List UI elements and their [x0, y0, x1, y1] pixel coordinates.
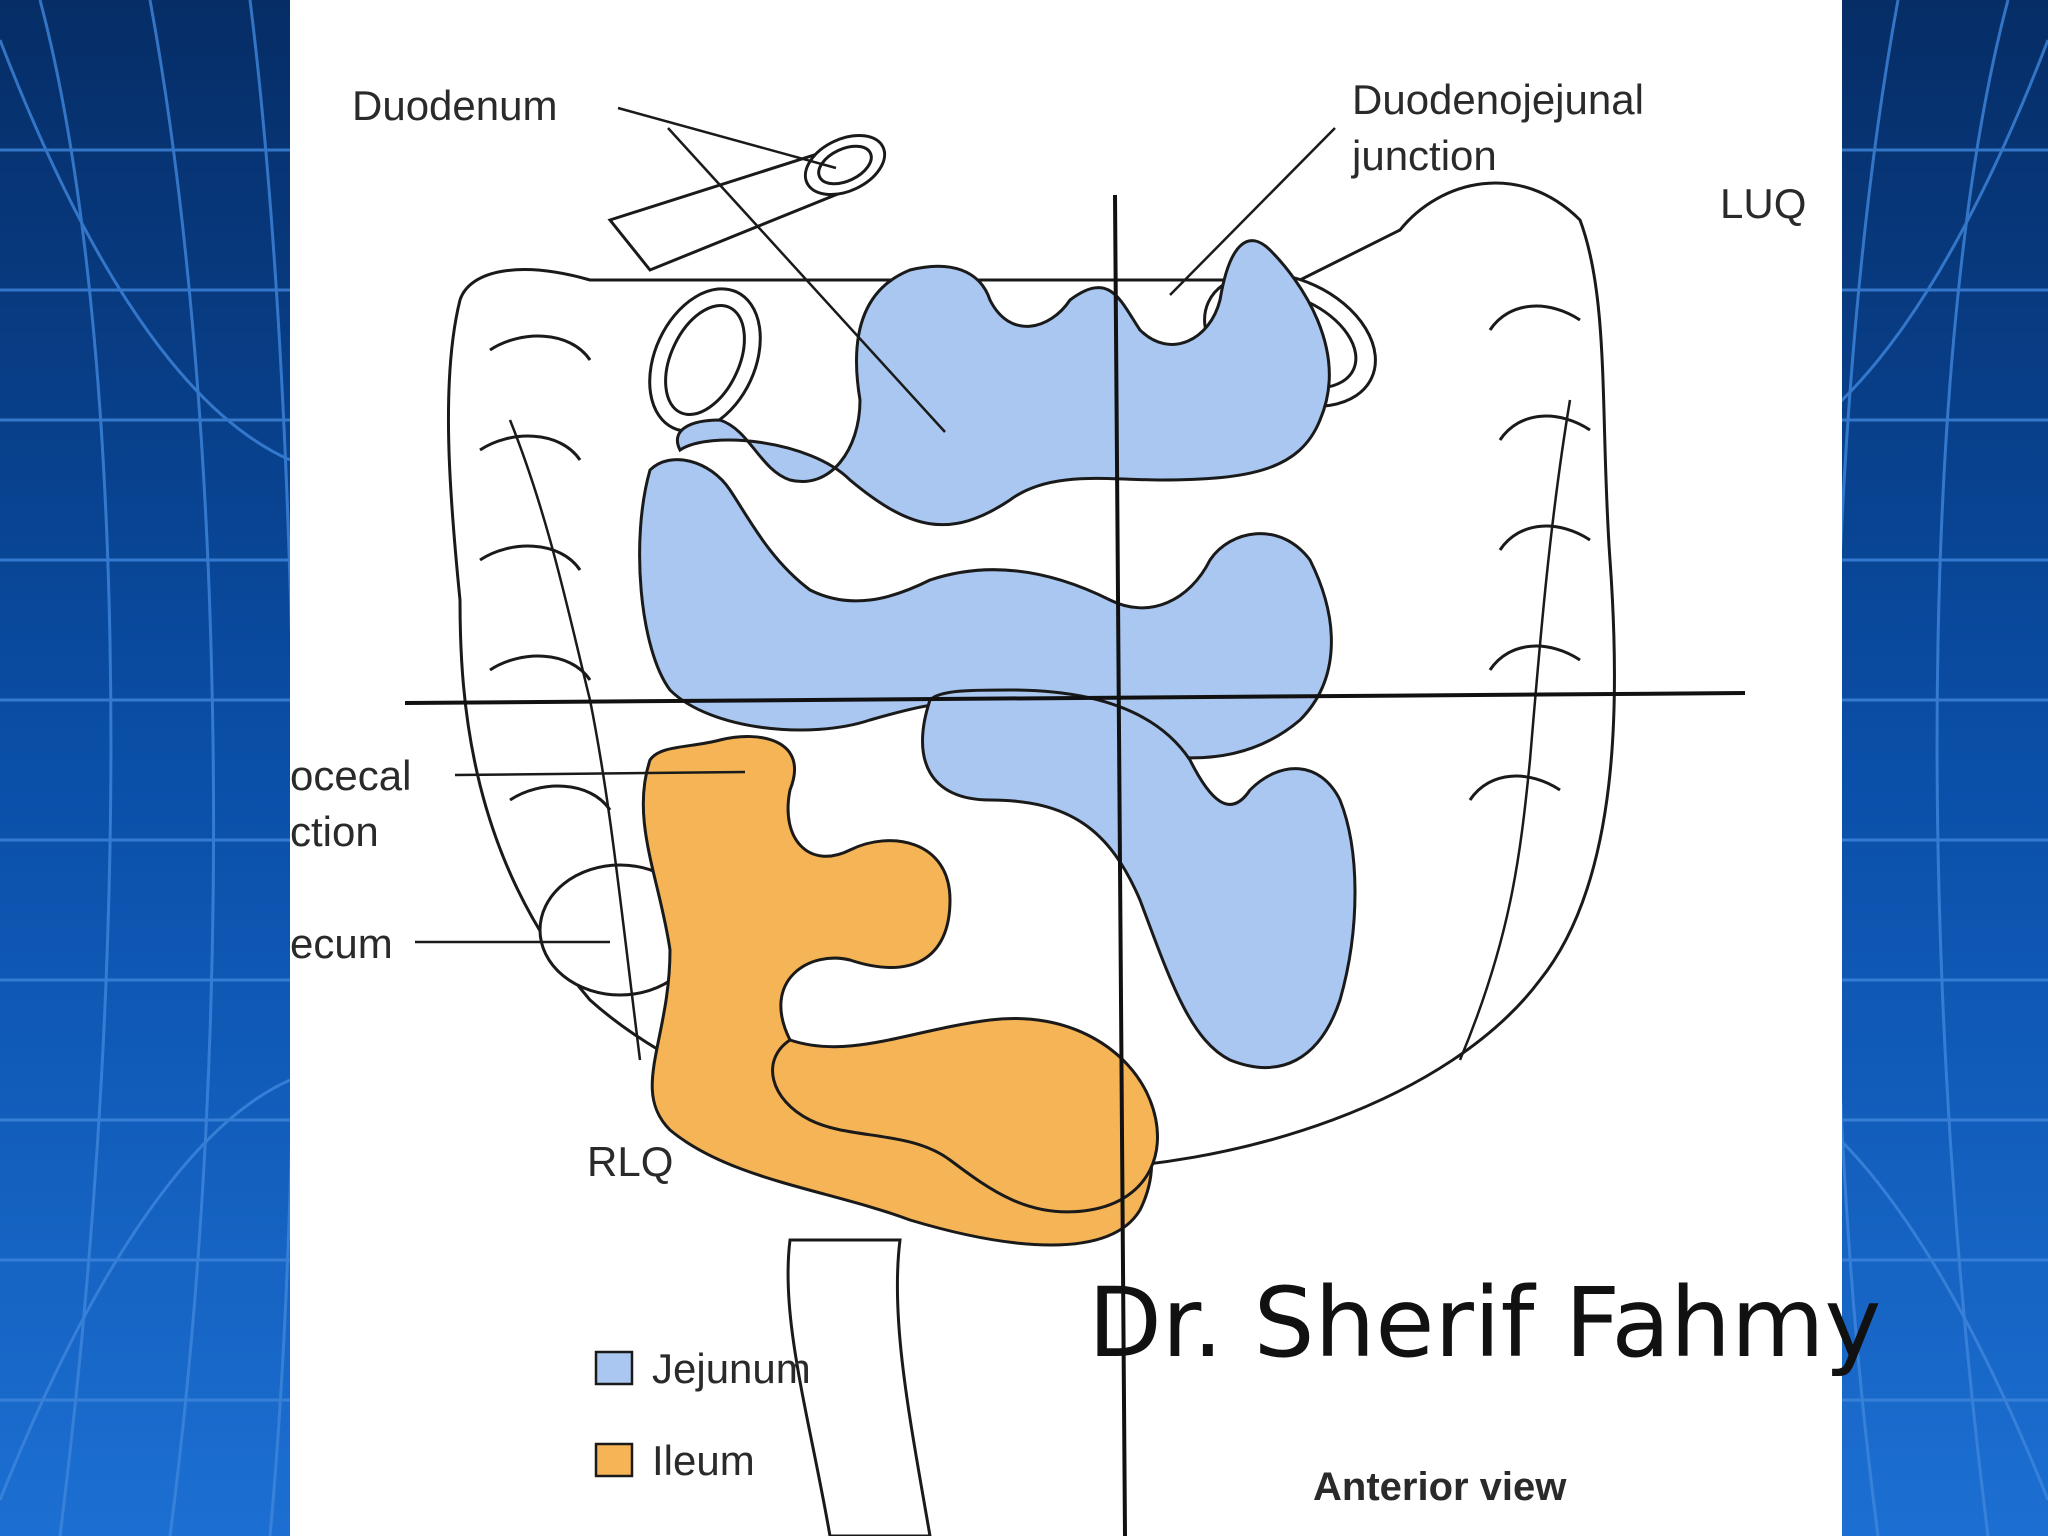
- legend-swatch-jejunum: [594, 1350, 634, 1386]
- horizontal-midline: [404, 691, 1746, 705]
- label-cecum: ecum: [290, 920, 393, 967]
- ileum: [641, 735, 1159, 1247]
- label-dj-junction-1: Duodenojejunal: [1352, 76, 1644, 123]
- intestine-diagram: Duodenum Duodenojejunal junction LUQ oce…: [290, 76, 1806, 1536]
- label-luq: LUQ: [1720, 180, 1806, 227]
- label-duodenum: Duodenum: [352, 82, 557, 129]
- vertical-midline: [1113, 194, 1127, 1536]
- label-anterior-view: Anterior view: [1313, 1465, 1567, 1509]
- legend-swatch-ileum: [594, 1442, 634, 1478]
- duodenum-leader: [667, 127, 946, 433]
- legend-label-jejunum: Jejunum: [652, 1345, 811, 1392]
- duodenum-leader: [617, 106, 837, 170]
- ileocecal-leader: [454, 770, 746, 777]
- jejunum: [638, 239, 1357, 1069]
- label-dj-junction-2: junction: [1350, 132, 1497, 179]
- legend: Jejunum Ileum: [594, 1345, 811, 1484]
- figure-panel: Duodenum Duodenojejunal junction LUQ oce…: [290, 0, 1842, 1536]
- legend-label-ileum: Ileum: [652, 1437, 755, 1484]
- author-credit: Dr. Sherif Fahmy: [1088, 1267, 1882, 1379]
- label-ileocecal-1: ocecal: [290, 752, 411, 799]
- label-ileocecal-2: ction: [290, 808, 379, 855]
- label-rlq: RLQ: [587, 1138, 673, 1185]
- dj-junction-leader: [1169, 127, 1336, 296]
